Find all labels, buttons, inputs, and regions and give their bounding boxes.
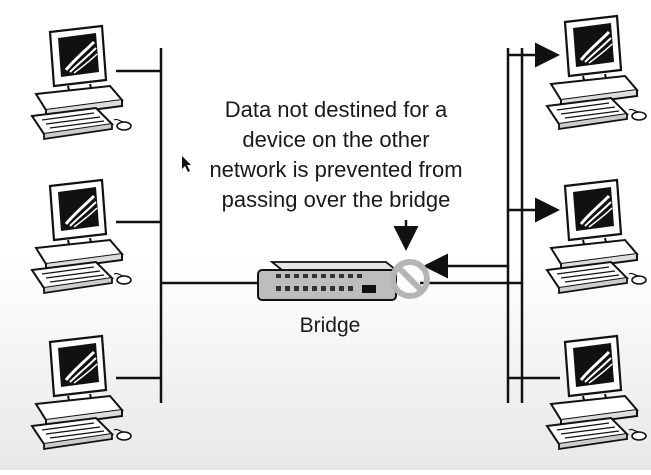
computer-workstation-icon xyxy=(30,24,133,141)
computer-workstation-icon xyxy=(30,334,133,451)
caption-line-2: device on the other xyxy=(242,127,430,152)
bridge-label: Bridge xyxy=(299,314,361,337)
caption-line-1: Data not destined for a xyxy=(224,97,448,122)
caption-line-4: passing over the bridge xyxy=(221,187,451,212)
mouse-cursor-icon xyxy=(182,156,191,172)
computer-workstation-icon xyxy=(30,178,133,295)
computer-workstation-icon xyxy=(545,334,648,451)
right-network-segment xyxy=(420,42,560,403)
network-bridge-device-icon xyxy=(257,261,399,301)
computer-workstation-icon xyxy=(545,178,648,295)
left-network-segment xyxy=(116,48,265,403)
diagram-caption: Data not destined for a device on the ot… xyxy=(176,95,496,215)
prohibited-icon xyxy=(390,259,430,299)
computer-workstation-icon xyxy=(545,14,648,131)
caption-line-3: network is prevented from xyxy=(209,157,463,182)
